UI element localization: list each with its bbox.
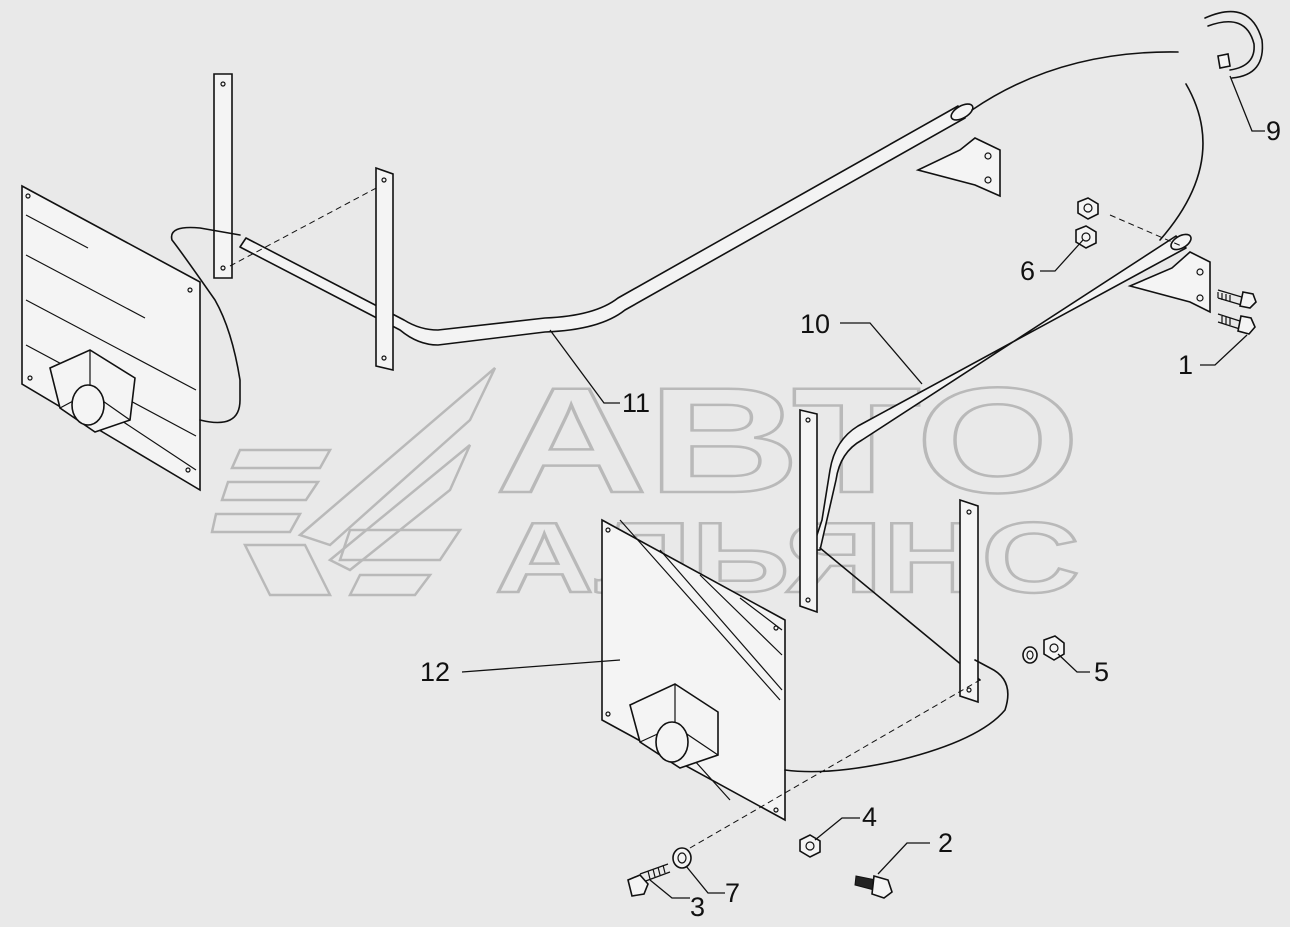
callout-9: 9 <box>1266 116 1281 146</box>
callout-1: 1 <box>1178 350 1193 380</box>
tube-11-body <box>239 105 966 346</box>
strap-10-b <box>959 498 979 704</box>
frame-tube-11 <box>213 73 1001 372</box>
reflector-plate-right <box>601 518 1009 849</box>
callout-7: 7 <box>725 878 740 908</box>
watermark-emblem <box>210 367 497 597</box>
nut-washer-5 <box>1022 635 1065 664</box>
reflector-plate-left <box>21 184 241 492</box>
watermark-line1: АВТО <box>495 356 1080 524</box>
clamp-ring-9 <box>1204 10 1264 79</box>
lamp-right <box>629 683 719 769</box>
nut-4 <box>799 834 821 858</box>
frame-tube-10 <box>799 214 1211 704</box>
bolt-3 <box>627 863 671 897</box>
callout-12: 12 <box>420 657 450 687</box>
tube-11-end <box>950 103 974 121</box>
bolt-2 <box>854 874 893 899</box>
bracket-10 <box>1127 251 1211 314</box>
nut-6 <box>1075 197 1099 249</box>
watermark-line2: АЛЬЯНС <box>495 502 1080 614</box>
washer-7 <box>672 847 692 869</box>
cable-left <box>170 226 241 424</box>
callout-4: 4 <box>862 802 877 832</box>
cable-loop <box>971 51 1179 111</box>
callout-2: 2 <box>938 828 953 858</box>
leader-lines <box>461 75 1265 899</box>
callout-11: 11 <box>622 388 650 418</box>
callout-5: 5 <box>1094 657 1109 687</box>
callout-labels: 1 2 3 4 5 6 7 9 10 11 12 <box>420 116 1281 922</box>
bolt-1 <box>1217 289 1257 335</box>
strap-11-a <box>213 73 233 279</box>
strap-10-a <box>799 408 818 614</box>
bracket-11 <box>915 137 1001 198</box>
watermark: АВТО АЛЬЯНС <box>210 355 1081 615</box>
strap-11-b <box>375 166 394 372</box>
callout-10: 10 <box>800 309 830 339</box>
callout-6: 6 <box>1020 256 1035 286</box>
callout-3: 3 <box>690 892 705 922</box>
lamp-left <box>49 349 136 433</box>
cable-right <box>784 659 1009 773</box>
